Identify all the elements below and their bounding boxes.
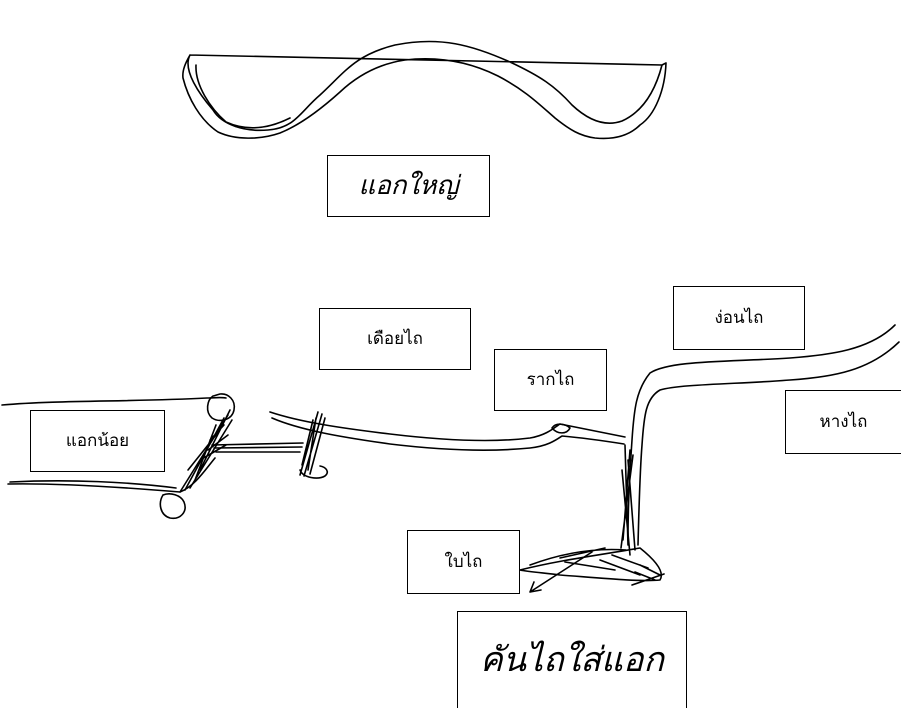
root-knob [551, 423, 571, 434]
yoke-lashing [179, 409, 233, 493]
share-pointer-arrow [529, 551, 593, 593]
small-yoke-bottom-line [7, 457, 216, 493]
diagram-title: คันไถใส่แอก [457, 611, 687, 708]
small-yoke-top-line [1, 396, 227, 406]
label-root: รากไถ [494, 349, 607, 411]
peg-lashing [299, 411, 328, 479]
ploughshare-scribble [519, 444, 665, 586]
big-yoke-inner-line [195, 64, 291, 129]
small-yoke-mid-line [9, 480, 177, 489]
big-yoke-drawing [182, 40, 667, 140]
label-peg: เดือยไถ [319, 308, 471, 370]
yoke-link-lines [211, 442, 304, 453]
label-small-yoke: แอกน้อย [30, 410, 165, 472]
label-share: ใบไถ [407, 530, 520, 594]
yoke-bottom-knot [159, 493, 186, 520]
plough-beam-top [269, 411, 626, 442]
plough-stock-outer [627, 324, 896, 541]
label-big-yoke: แอกใหญ่ [327, 155, 490, 217]
plough-beam-bottom [271, 417, 625, 451]
label-tail: หางไถ [785, 390, 901, 454]
plough-stock-inner [637, 341, 900, 546]
yoke-top-knot [206, 393, 236, 422]
label-ngon: ง่อนไถ [673, 286, 805, 350]
